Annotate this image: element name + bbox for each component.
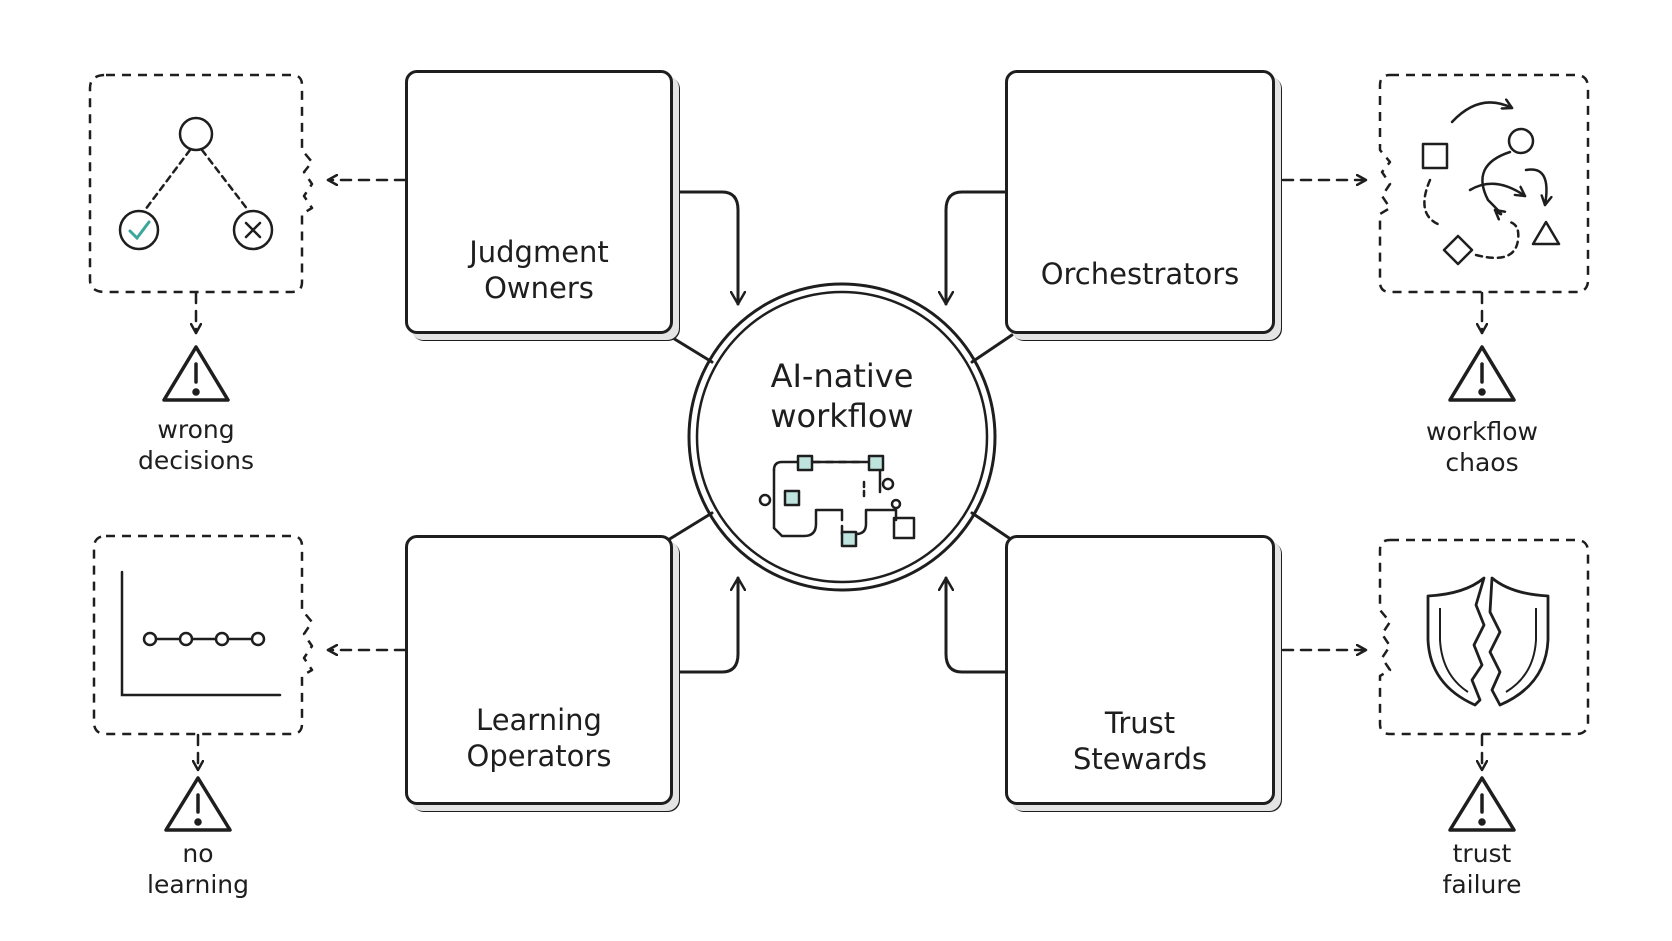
scattered-shapes-icon (1421, 102, 1561, 266)
warning-icon (162, 345, 230, 402)
failure-label-trust-failure: trust failure (1442, 839, 1522, 900)
warning-icon (1448, 776, 1516, 832)
role-label-judgment-owners: Judgment Owners (469, 235, 609, 306)
flat-line-chart-icon (120, 570, 282, 697)
failure-boxes (88, 73, 1590, 736)
role-label-learning-operators: Learning Operators (466, 703, 612, 774)
judgment-owners-box (405, 70, 673, 334)
role-label-orchestrators: Orchestrators (1040, 257, 1240, 291)
warning-icon (1448, 345, 1516, 402)
spoke-connectors (666, 333, 1014, 542)
learning-operators-box (405, 535, 673, 805)
failure-arrows (196, 180, 1482, 772)
failure-label-no-learning: no learning (147, 839, 249, 900)
orchestrators-box (1005, 70, 1275, 334)
failure-label-workflow-chaos: workflow chaos (1426, 417, 1538, 478)
broken-shield-icon (1426, 576, 1550, 707)
warning-icon (164, 776, 232, 832)
flow-arrows (674, 190, 1007, 674)
workflow-network-icon (758, 454, 916, 548)
center-circle (687, 282, 997, 592)
failure-label-wrong-decisions: wrong decisions (137, 415, 255, 476)
decision-tree-icon (118, 116, 274, 251)
center-label: AI-native workflow (770, 357, 914, 435)
trust-stewards-box (1005, 535, 1275, 805)
role-label-trust-stewards: Trust Stewards (1072, 706, 1208, 777)
